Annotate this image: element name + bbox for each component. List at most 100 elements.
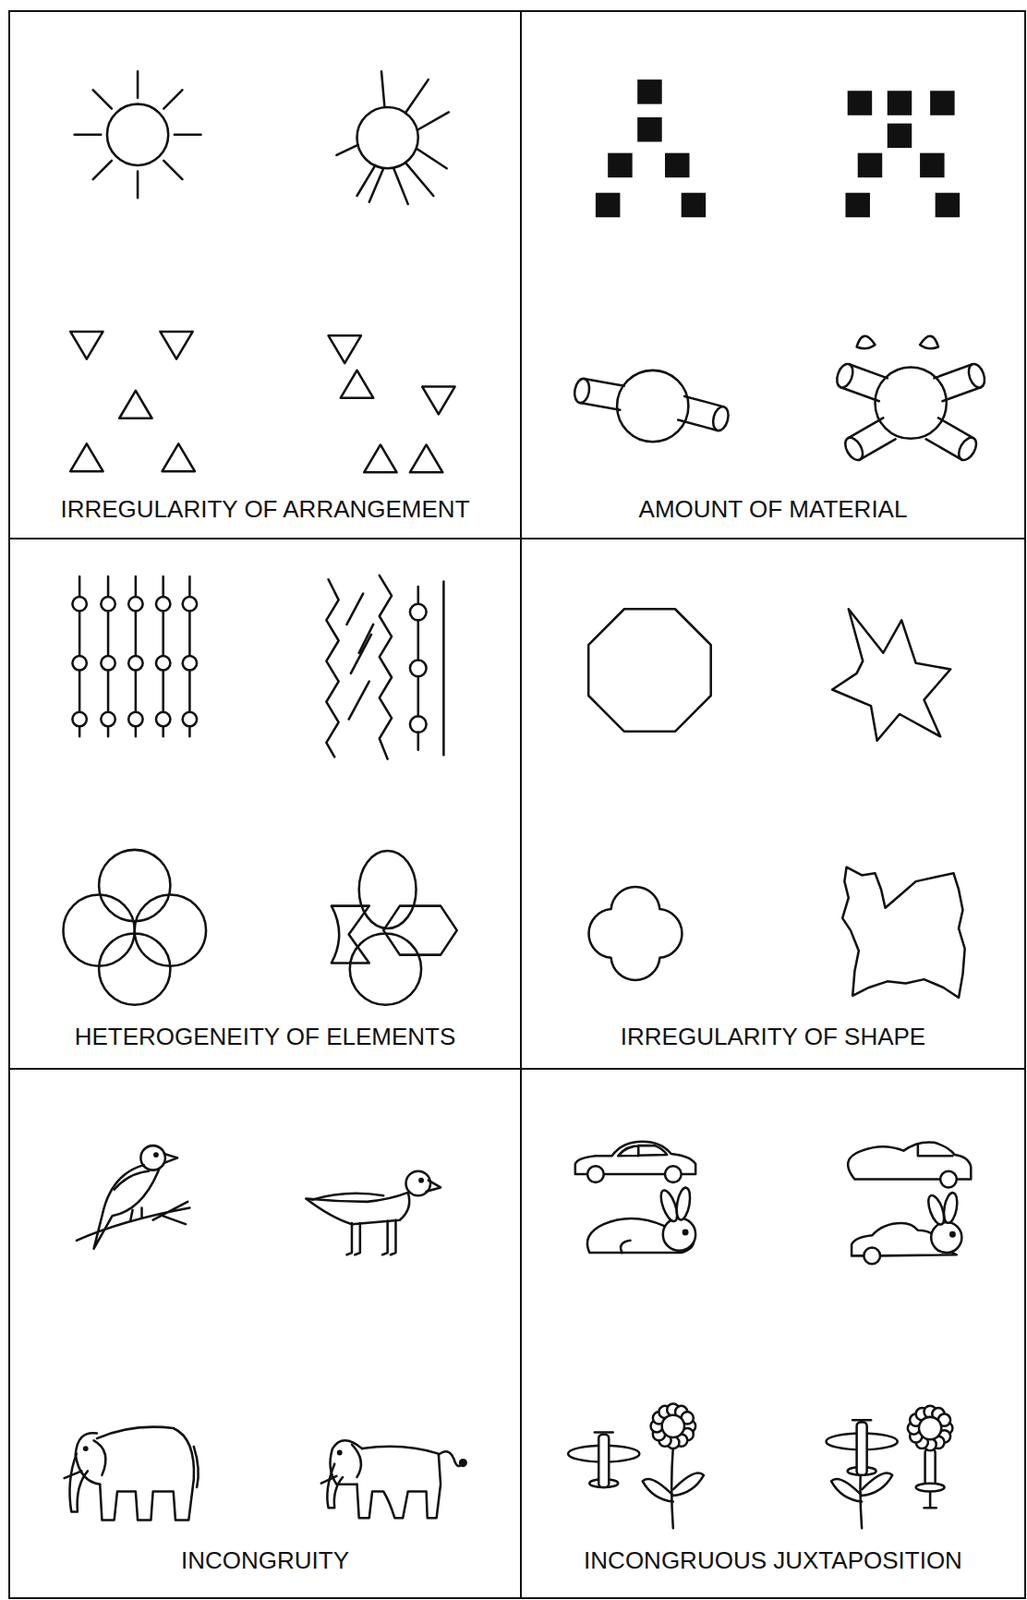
car-rabbit-hybrids xyxy=(918,1144,954,1156)
perched-bird xyxy=(94,1164,160,1249)
few-squares xyxy=(664,153,690,179)
regular-sun xyxy=(107,104,169,166)
airplane-sunflower-hybrids xyxy=(907,1405,954,1451)
panel-box: INCONGRUITY xyxy=(8,1067,522,1599)
airplane-sunflower-hybrids xyxy=(916,1483,945,1492)
regular-sun xyxy=(74,71,202,198)
dense-figure xyxy=(926,417,980,463)
many-squares xyxy=(935,193,961,218)
mixed-shapes xyxy=(359,850,417,929)
elephant-lion xyxy=(438,1450,461,1466)
car-and-rabbit xyxy=(587,1186,696,1254)
heterogeneous-lines xyxy=(416,586,420,750)
elephant xyxy=(96,1426,194,1521)
panel-caption: INCONGRUITY xyxy=(13,1546,517,1575)
car-rabbit-hybrids xyxy=(847,1141,971,1264)
homogeneous-lines xyxy=(156,712,170,726)
homogeneous-lines xyxy=(182,712,197,726)
illustration xyxy=(62,71,988,1528)
octagon xyxy=(588,608,712,732)
irregular-blob xyxy=(842,867,966,998)
many-squares xyxy=(847,90,873,116)
irregular-star xyxy=(832,608,951,740)
four-circles xyxy=(62,894,134,966)
heterogeneous-lines xyxy=(326,575,444,760)
homogeneous-lines xyxy=(72,712,86,726)
panel-box: AMOUNT OF MATERIAL xyxy=(519,10,1027,540)
heterogeneous-lines xyxy=(410,659,427,677)
perched-bird xyxy=(140,1145,166,1171)
homogeneous-lines xyxy=(182,596,197,611)
irregular-sun xyxy=(336,71,448,205)
few-squares xyxy=(681,193,707,218)
many-squares xyxy=(857,153,883,179)
many-squares xyxy=(845,90,960,218)
airplane-and-sunflower xyxy=(642,1446,704,1528)
elephant xyxy=(64,1426,199,1521)
airplane-sunflower-hybrids xyxy=(923,1448,936,1508)
homogeneous-lines xyxy=(100,596,115,611)
panel-box: HETEROGENEITY OF ELEMENTS xyxy=(8,537,522,1070)
irregular-triangles xyxy=(340,370,443,472)
many-squares xyxy=(887,123,913,149)
panel-caption: INCONGRUOUS JUXTAPOSITION xyxy=(525,1546,1021,1575)
perched-bird xyxy=(114,1171,150,1190)
heterogeneous-lines xyxy=(379,575,392,760)
car-rabbit-hybrids xyxy=(863,1247,881,1265)
elephant-lion xyxy=(326,1463,343,1508)
mixed-shapes xyxy=(350,932,422,1004)
dense-figure xyxy=(933,362,988,402)
airplane-sunflower-hybrids xyxy=(825,1405,953,1529)
homogeneous-lines xyxy=(72,596,197,726)
homogeneous-lines xyxy=(100,712,115,726)
heterogeneous-lines xyxy=(346,593,374,720)
irregular-sun xyxy=(336,71,448,205)
four-circles xyxy=(98,932,170,1004)
homogeneous-lines xyxy=(100,655,115,670)
homogeneous-lines xyxy=(182,655,197,670)
car-and-rabbit xyxy=(575,1141,696,1183)
bird-with-legs xyxy=(346,1220,396,1256)
regular-triangles xyxy=(70,390,195,472)
four-circles xyxy=(134,894,206,966)
irregular-star xyxy=(832,608,951,740)
heterogeneous-lines xyxy=(442,580,446,755)
dense-figure xyxy=(857,336,939,349)
four-circles xyxy=(98,849,170,921)
octagon xyxy=(588,608,712,732)
heterogeneous-lines xyxy=(326,579,339,757)
homogeneous-lines xyxy=(72,655,86,670)
many-squares xyxy=(887,90,913,116)
homogeneous-lines xyxy=(72,596,86,611)
panel-box: IRREGULARITY OF SHAPE xyxy=(519,537,1027,1070)
four-circles xyxy=(62,849,206,1005)
panel-caption: IRREGULARITY OF ARRANGEMENT xyxy=(13,495,517,524)
many-squares xyxy=(930,90,955,116)
few-squares xyxy=(595,79,706,218)
few-squares xyxy=(637,79,663,105)
elephant-lion xyxy=(357,1446,442,1518)
homogeneous-lines xyxy=(72,576,197,737)
car-rabbit-hybrids xyxy=(942,1191,960,1224)
mixed-shapes xyxy=(331,850,458,1005)
sparse-figure xyxy=(616,370,689,442)
panel-box: INCONGRUOUS JUXTAPOSITION xyxy=(519,1067,1027,1599)
elephant-lion xyxy=(321,1444,362,1484)
many-squares xyxy=(845,193,870,218)
irregular-sun xyxy=(357,107,419,169)
elephant-lion xyxy=(321,1439,467,1518)
irregular-triangles xyxy=(328,335,456,414)
bird-with-legs xyxy=(305,1192,410,1224)
homogeneous-lines xyxy=(156,655,170,670)
panel-box: IRREGULARITY OF ARRANGEMENT xyxy=(8,10,522,540)
dense-figure xyxy=(841,417,895,463)
panel-caption: AMOUNT OF MATERIAL xyxy=(525,495,1021,524)
bird-with-legs xyxy=(305,1171,441,1256)
homogeneous-lines xyxy=(128,655,143,670)
homogeneous-lines xyxy=(156,596,170,611)
bird-with-legs xyxy=(426,1180,441,1192)
panel-caption: HETEROGENEITY OF ELEMENTS xyxy=(13,1022,517,1052)
